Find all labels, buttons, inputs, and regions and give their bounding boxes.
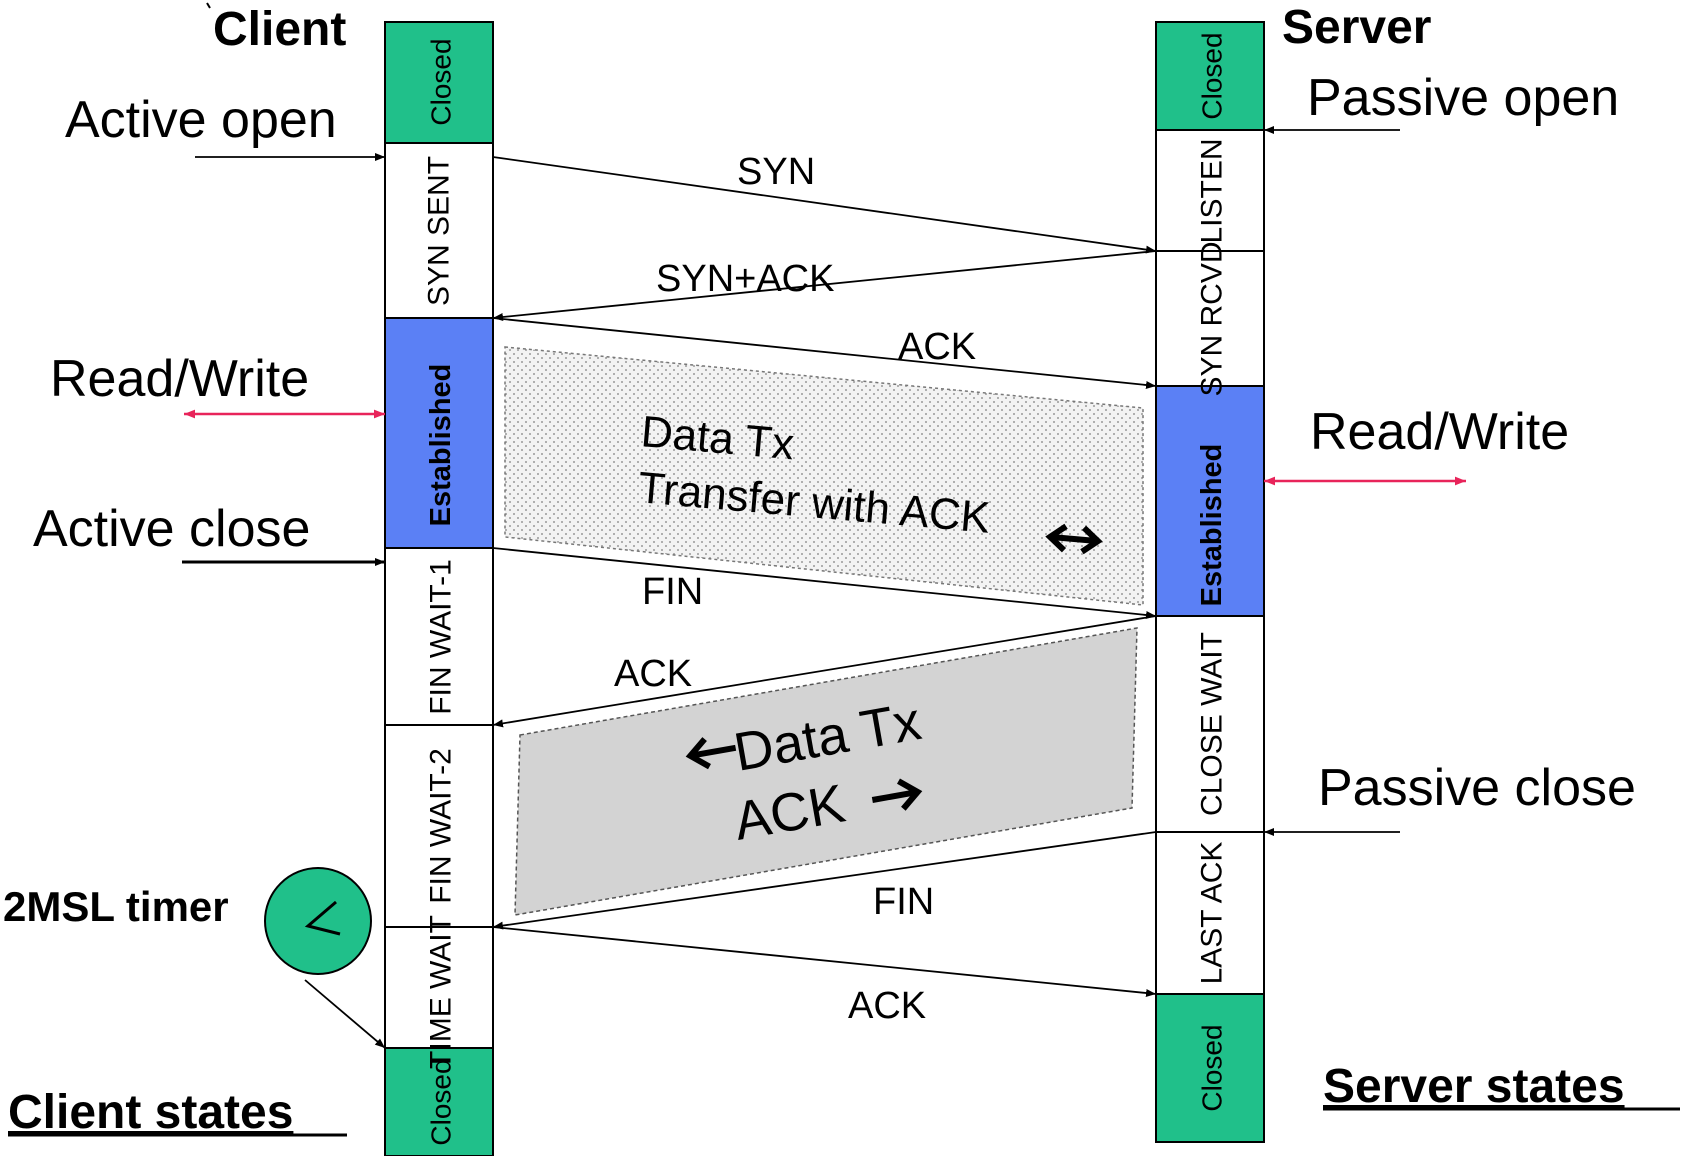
message-arrow-syn [492, 156, 1157, 254]
server-state-listen [1155, 129, 1265, 252]
client-state-label: FIN WAIT-1 [425, 559, 458, 715]
client-state-established [384, 317, 494, 549]
server-state-syn-rcvd [1155, 250, 1265, 387]
client-state-label: SYN SENT [423, 156, 456, 306]
active-close-label: Active close [33, 500, 310, 558]
timer-icon [264, 867, 372, 975]
timer-label: 2MSL timer [3, 883, 229, 930]
client-state-label: FIN WAIT-2 [425, 748, 458, 904]
message-arrow-ack [492, 317, 1157, 389]
server-state-column [1155, 21, 1265, 1143]
message-label-syn-ack: SYN+ACK [656, 258, 834, 300]
server-state-label: CLOSE WAIT [1196, 632, 1229, 816]
server-state-label: Closed [1197, 1024, 1228, 1111]
message-arrow-fin [492, 547, 1157, 619]
server-header: Server [1282, 1, 1431, 54]
client-state-column [384, 21, 494, 1156]
server-states-footer: Server states [1323, 1060, 1625, 1113]
server-read-write-label: Read/Write [1310, 403, 1569, 461]
message-label-ack-2: ACK [614, 653, 692, 695]
client-state-label: Closed [426, 1058, 457, 1145]
data-transfer-region-2 [514, 627, 1138, 916]
server-state-established [1155, 385, 1265, 617]
client-header: Client [213, 3, 346, 56]
header-tick-mark [206, 2, 211, 9]
message-arrow-ack-2 [492, 615, 1157, 728]
server-state-label: Closed [1197, 32, 1228, 119]
data-region-2-left-arrow-icon [685, 737, 737, 770]
message-label-ack-3: ACK [848, 985, 926, 1027]
server-state-last-ack [1155, 831, 1265, 995]
server-state-close-wait [1155, 615, 1265, 833]
client-states-footer: Client states [8, 1086, 293, 1139]
message-arrow-fin-2 [492, 831, 1157, 930]
timer-arrow [304, 979, 386, 1049]
client-state-time-wait [384, 926, 494, 1049]
server-state-closed-final [1155, 993, 1265, 1143]
client-state-label: Closed [426, 38, 457, 125]
data-region-1-bidirectional-arrow-icon [1045, 523, 1103, 555]
message-arrow-ack-3 [492, 926, 1157, 997]
client-state-label: Established [425, 364, 457, 527]
server-state-label: LAST ACK [1196, 842, 1229, 985]
passive-close-label: Passive close [1318, 759, 1636, 817]
client-state-fin-wait-1 [384, 547, 494, 726]
message-label-ack: ACK [898, 326, 976, 368]
client-read-write-label: Read/Write [50, 350, 309, 408]
server-state-label: LISTEN [1196, 138, 1229, 243]
message-label-fin: FIN [642, 571, 703, 613]
client-state-closed [384, 21, 494, 144]
active-open-label: Active open [65, 91, 337, 149]
passive-open-label: Passive open [1307, 69, 1619, 127]
client-state-closed-final [384, 1047, 494, 1156]
server-state-label: Established [1196, 444, 1228, 607]
client-state-label: TIME WAIT [425, 915, 458, 1069]
server-state-closed [1155, 21, 1265, 131]
server-state-label: SYN RCVD [1196, 241, 1229, 396]
message-label-fin-2: FIN [873, 881, 934, 923]
client-state-fin-wait-2 [384, 724, 494, 928]
data-region-2-right-arrow-icon [871, 778, 923, 811]
timer-hand [304, 900, 341, 936]
message-label-syn: SYN [737, 151, 815, 193]
message-arrow-syn-ack [492, 250, 1157, 321]
data-transfer-region-1 [504, 346, 1144, 606]
